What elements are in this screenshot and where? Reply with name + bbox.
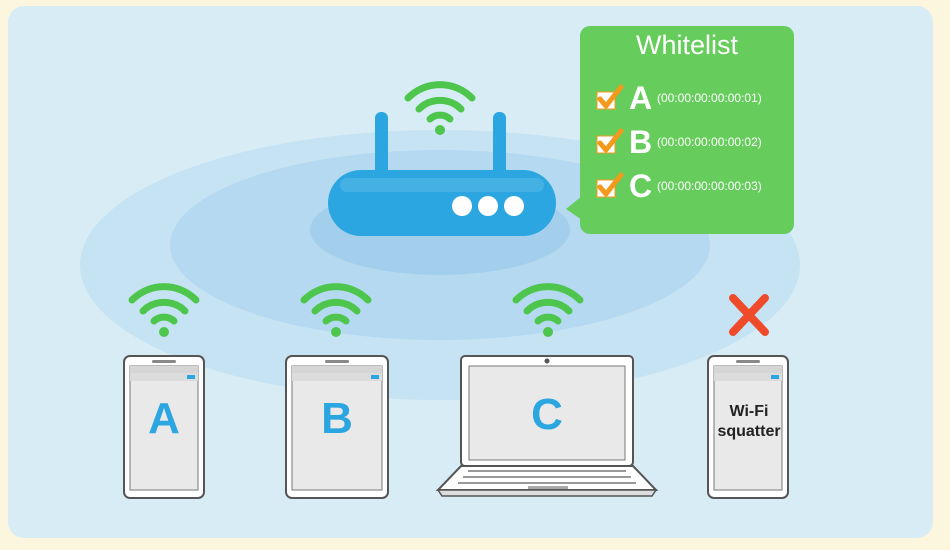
router-icon xyxy=(328,112,556,236)
device-label-a: A xyxy=(148,394,180,443)
squatter-label-line1: Wi-Fi xyxy=(729,403,769,420)
device-label-c: C xyxy=(531,390,563,439)
whitelist-bubble xyxy=(566,26,794,234)
whitelist-entry-mac: (00:00:00:00:00:01) xyxy=(657,91,762,105)
whitelist-entry: C (00:00:00:00:00:03) xyxy=(597,168,762,204)
squatter-label-line2: squatter xyxy=(717,423,781,440)
tablet-icon-b xyxy=(285,355,389,499)
whitelist-entry-letter: A xyxy=(629,79,653,116)
squatter-label: Wi-Fi squatter xyxy=(712,402,786,442)
phone-icon-squatter xyxy=(707,355,789,499)
whitelist-entry: A (00:00:00:00:00:01) xyxy=(597,80,762,116)
laptop-icon-c xyxy=(435,355,659,497)
phone-icon-a xyxy=(123,355,205,499)
whitelist-entry-letter: B xyxy=(629,123,653,160)
whitelist-entry-letter: C xyxy=(629,167,653,204)
whitelist-entry-mac: (00:00:00:00:00:03) xyxy=(657,179,762,193)
whitelist-entry: B (00:00:00:00:00:02) xyxy=(597,124,762,160)
device-label-b: B xyxy=(321,394,353,443)
whitelist-entry-mac: (00:00:00:00:00:02) xyxy=(657,135,762,149)
whitelist-title: Whitelist xyxy=(635,30,738,60)
cross-icon xyxy=(729,294,769,336)
